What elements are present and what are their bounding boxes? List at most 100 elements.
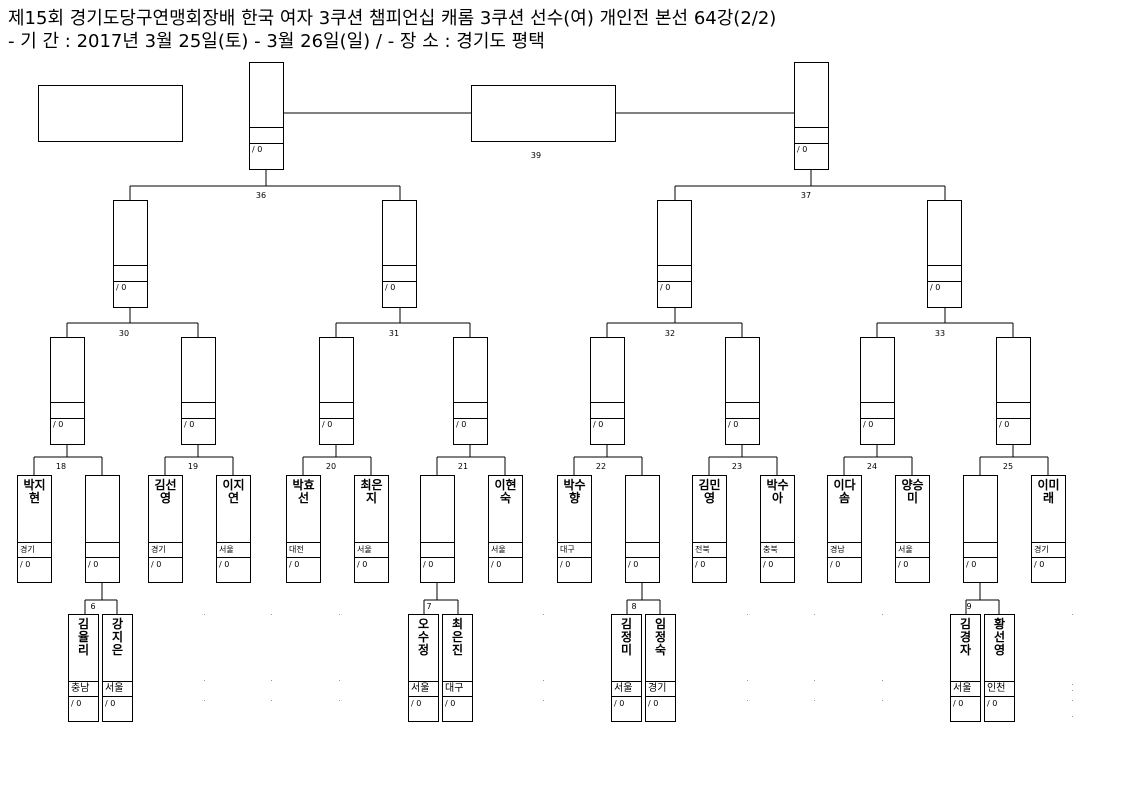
player-name: 박수아 bbox=[766, 478, 789, 505]
dot-mark bbox=[882, 614, 883, 615]
dot-mark bbox=[1072, 690, 1073, 691]
blank-info-box bbox=[38, 85, 183, 142]
score-text: / 0 bbox=[20, 560, 31, 569]
dot-mark bbox=[204, 614, 205, 615]
score-text: / 0 bbox=[695, 560, 706, 569]
player-name: 강지은 bbox=[111, 617, 124, 657]
match-number: 8 bbox=[631, 602, 637, 611]
score-text: / 0 bbox=[116, 283, 127, 292]
score-text: / 0 bbox=[953, 699, 964, 708]
player-name: 최은진 bbox=[451, 617, 464, 657]
player-region: 대구 bbox=[445, 683, 464, 694]
player-region: 서울 bbox=[357, 545, 372, 554]
page-title: 제15회 경기도당구연맹회장배 한국 여자 3쿠션 챔피언십 캐롬 3쿠션 선수… bbox=[8, 8, 777, 29]
quarterfinal-slot-30: / 0 bbox=[113, 200, 148, 308]
round16-slot-21: / 0 bbox=[453, 337, 488, 445]
dot-mark bbox=[271, 614, 272, 615]
score-text: / 0 bbox=[71, 699, 82, 708]
player-name: 김경자 bbox=[959, 617, 972, 657]
match-number: 20 bbox=[325, 462, 337, 471]
score-text: / 0 bbox=[593, 420, 604, 429]
player-name: 이다솜 bbox=[833, 478, 856, 505]
score-text: / 0 bbox=[219, 560, 230, 569]
player-region: 서울 bbox=[953, 683, 972, 694]
score-text: / 0 bbox=[456, 420, 467, 429]
player-name: 이지연 bbox=[222, 478, 245, 505]
match-number: 33 bbox=[934, 329, 946, 338]
player-box: 김선영 경기 / 0 bbox=[148, 475, 183, 583]
player-region: 서울 bbox=[898, 545, 913, 554]
player-region: 충북 bbox=[763, 545, 778, 554]
dot-mark bbox=[1072, 614, 1073, 615]
event-period-venue: - 기 간 : 2017년 3월 25일(토) - 3월 26일(일) / - … bbox=[8, 31, 545, 52]
round16-slot-18: / 0 bbox=[50, 337, 85, 445]
match-number: 6 bbox=[90, 602, 96, 611]
score-text: / 0 bbox=[411, 699, 422, 708]
match-number: 25 bbox=[1002, 462, 1014, 471]
player-region: 서울 bbox=[411, 683, 430, 694]
match-number: 21 bbox=[457, 462, 469, 471]
dot-mark bbox=[339, 700, 340, 701]
player-box: 박지현 경기 / 0 bbox=[17, 475, 52, 583]
player-box: 최은진 대구 / 0 bbox=[442, 614, 473, 722]
score-text: / 0 bbox=[322, 420, 333, 429]
player-box: 강지은 서울 / 0 bbox=[102, 614, 133, 722]
round16-slot-20: / 0 bbox=[319, 337, 354, 445]
dot-mark bbox=[882, 700, 883, 701]
player-box: 황선영 인천 / 0 bbox=[984, 614, 1015, 722]
dot-mark bbox=[814, 614, 815, 615]
player-region: 경남 bbox=[830, 545, 845, 554]
player-region: 서울 bbox=[105, 683, 124, 694]
match-number: 24 bbox=[866, 462, 878, 471]
player-name: 김선영 bbox=[154, 478, 177, 505]
player-name: 박수향 bbox=[563, 478, 586, 505]
player-box: / 0 bbox=[85, 475, 120, 583]
score-text: / 0 bbox=[763, 560, 774, 569]
quarterfinal-slot-31: / 0 bbox=[382, 200, 417, 308]
match-number: 36 bbox=[255, 191, 267, 200]
score-text: / 0 bbox=[289, 560, 300, 569]
player-name: 오수정 bbox=[417, 617, 430, 657]
score-text: / 0 bbox=[966, 560, 977, 569]
round16-slot-23: / 0 bbox=[725, 337, 760, 445]
player-box: 박수아 충북 / 0 bbox=[760, 475, 795, 583]
score-text: / 0 bbox=[53, 420, 64, 429]
score-text: / 0 bbox=[728, 420, 739, 429]
score-text: / 0 bbox=[385, 283, 396, 292]
match-number: 32 bbox=[664, 329, 676, 338]
round16-slot-19: / 0 bbox=[181, 337, 216, 445]
player-box: 이현숙 서울 / 0 bbox=[488, 475, 523, 583]
match-number: 37 bbox=[800, 191, 812, 200]
player-box: 김민영 전북 / 0 bbox=[692, 475, 727, 583]
match-number: 19 bbox=[187, 462, 199, 471]
dot-mark bbox=[271, 700, 272, 701]
player-name: 박지현 bbox=[23, 478, 46, 505]
dot-mark bbox=[882, 680, 883, 681]
semifinal-slot-37: / 0 bbox=[794, 62, 829, 170]
match-number: 22 bbox=[595, 462, 607, 471]
player-region: 대구 bbox=[560, 545, 575, 554]
score-text: / 0 bbox=[898, 560, 909, 569]
dot-mark bbox=[204, 680, 205, 681]
player-name: 임정숙 bbox=[654, 617, 667, 657]
player-region: 서울 bbox=[491, 545, 506, 554]
player-region: 서울 bbox=[614, 683, 633, 694]
player-name: 박효선 bbox=[292, 478, 315, 505]
score-text: / 0 bbox=[423, 560, 434, 569]
player-name: 황선영 bbox=[993, 617, 1006, 657]
dot-mark bbox=[271, 680, 272, 681]
player-name: 김민영 bbox=[698, 478, 721, 505]
player-box: 이다솜 경남 / 0 bbox=[827, 475, 862, 583]
dot-mark bbox=[1072, 684, 1073, 685]
dot-mark bbox=[814, 700, 815, 701]
player-name: 이현숙 bbox=[494, 478, 517, 505]
score-text: / 0 bbox=[88, 560, 99, 569]
dot-mark bbox=[543, 680, 544, 681]
dot-mark bbox=[1072, 716, 1073, 717]
dot-mark bbox=[339, 680, 340, 681]
final-winner-box bbox=[471, 85, 616, 142]
quarterfinal-slot-32: / 0 bbox=[657, 200, 692, 308]
semifinal-slot-36: / 0 bbox=[249, 62, 284, 170]
dot-mark bbox=[339, 614, 340, 615]
